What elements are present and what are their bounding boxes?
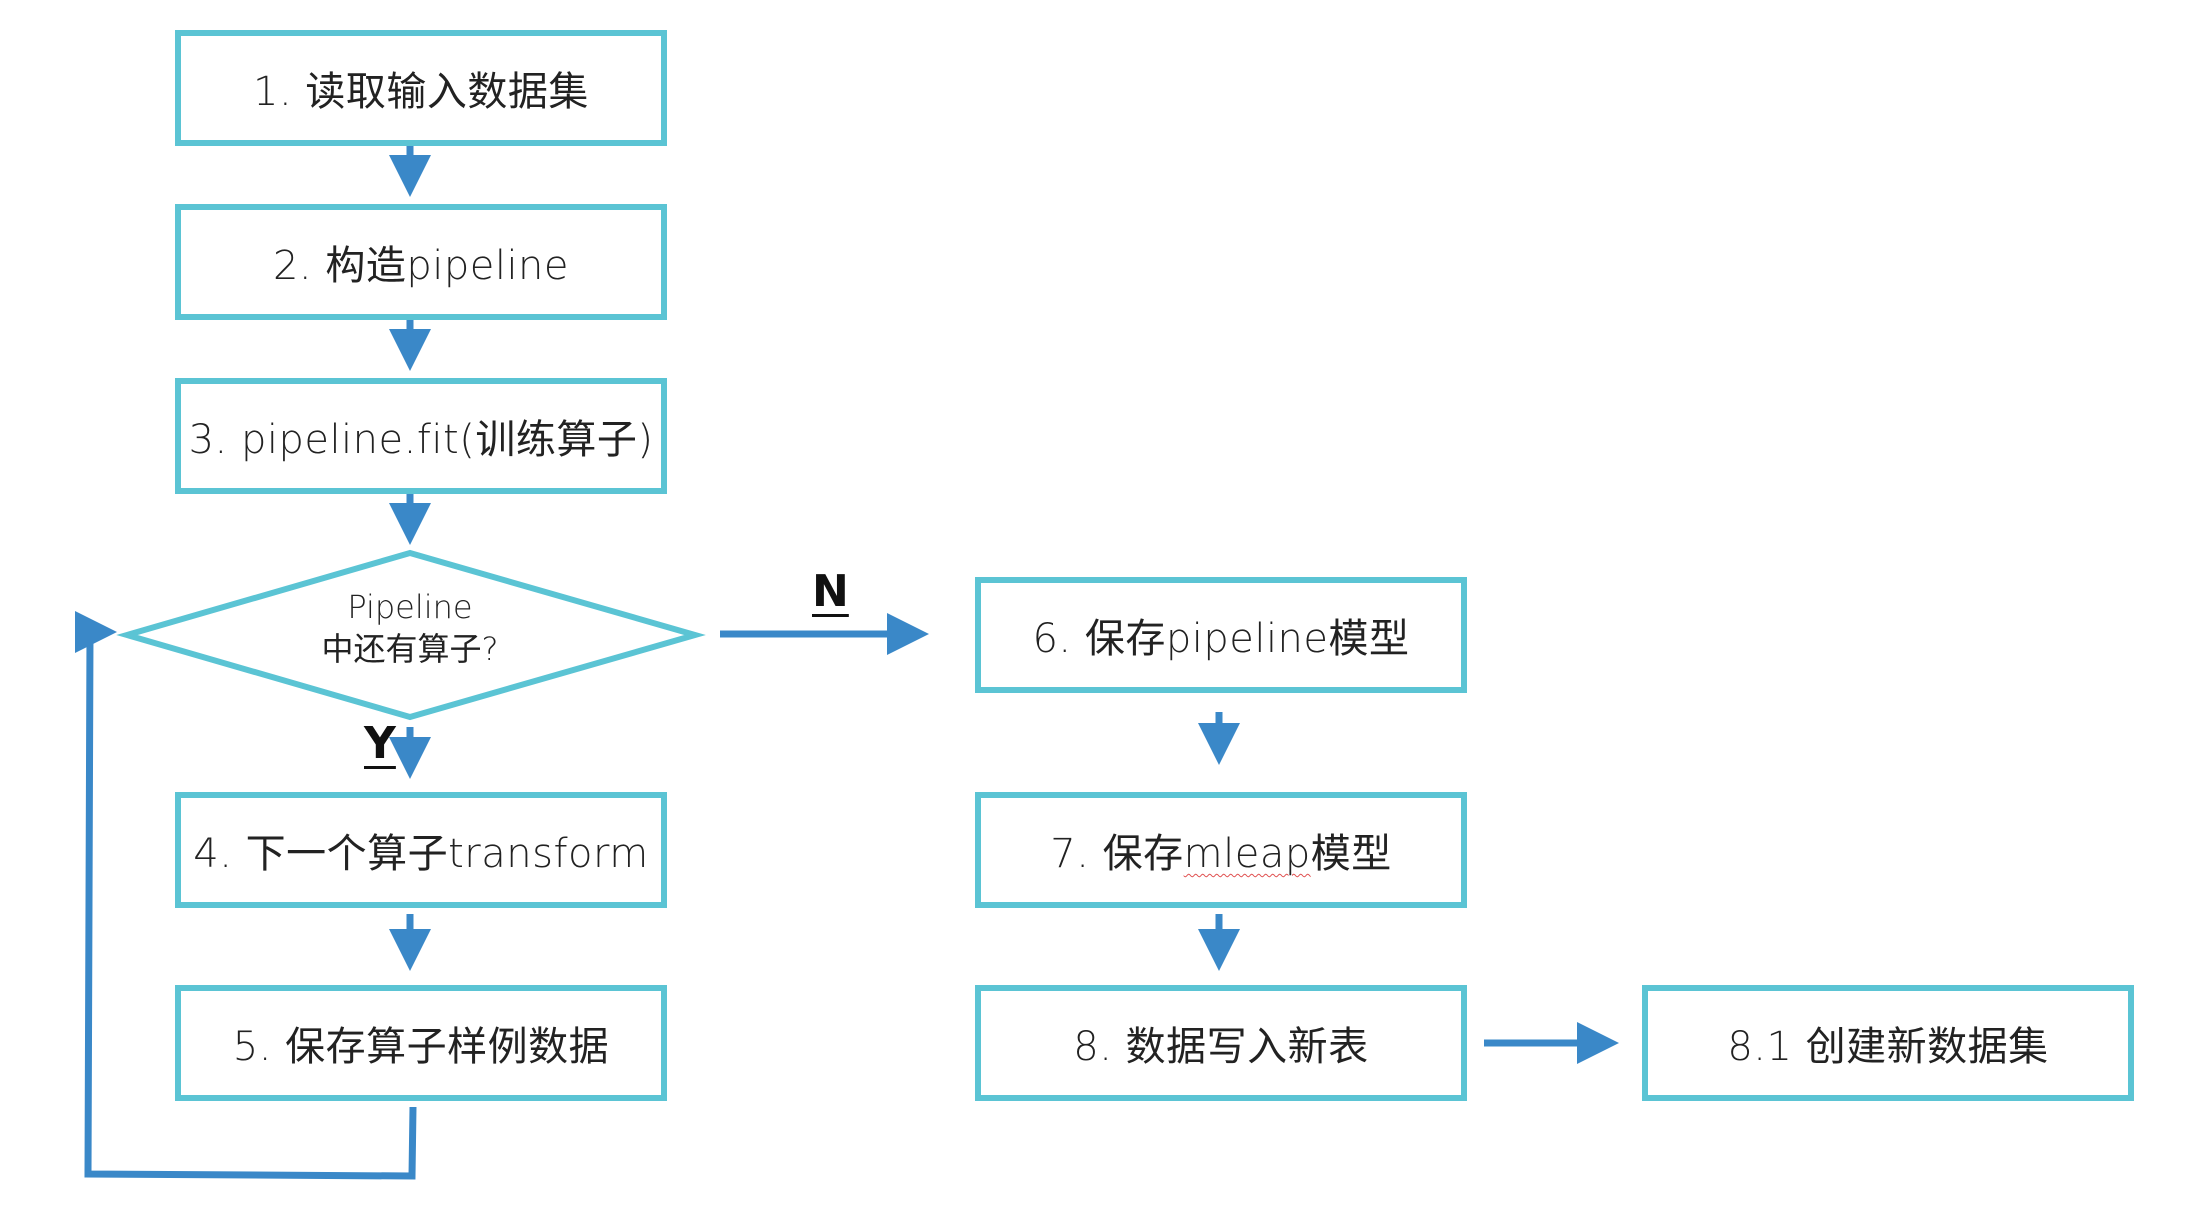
- step-save-mleap: 7. 保存mleap模型: [975, 792, 1467, 908]
- no-branch-label: N: [812, 566, 849, 617]
- step-read-input-label: 1. 读取输入数据集: [253, 69, 589, 115]
- step-read-input: 1. 读取输入数据集: [175, 30, 667, 146]
- step-save-mleap-label: 7. 保存mleap模型: [1050, 821, 1391, 879]
- step-save-samples-label: 5. 保存算子样例数据: [232, 1024, 610, 1070]
- step-save-samples: 5. 保存算子样例数据: [175, 985, 667, 1101]
- step-save-pipeline-label: 6. 保存pipeline模型: [1032, 616, 1410, 662]
- decision-line-2: 中还有算子?: [321, 630, 499, 668]
- step-write-table-label: 8. 数据写入新表: [1073, 1024, 1369, 1070]
- yes-branch-label: Y: [364, 718, 396, 769]
- step-save-mleap-suffix: 模型: [1310, 831, 1392, 877]
- decision-diamond: [116, 549, 706, 721]
- step-build-pipeline: 2. 构造pipeline: [175, 204, 667, 320]
- step-build-pipeline-label: 2. 构造pipeline: [272, 243, 570, 289]
- step-create-dataset-label: 8.1 创建新数据集: [1727, 1024, 2049, 1070]
- step-save-mleap-prefix: 7. 保存: [1050, 831, 1184, 877]
- step-next-transform-label: 4. 下一个算子transform: [193, 831, 649, 877]
- step-create-dataset: 8.1 创建新数据集: [1642, 985, 2134, 1101]
- step-fit-pipeline-label: 3. pipeline.fit(训练算子): [188, 417, 654, 463]
- step-save-pipeline: 6. 保存pipeline模型: [975, 577, 1467, 693]
- decision-question: Pipeline 中还有算子?: [130, 586, 690, 670]
- step-save-mleap-word: mleap: [1183, 831, 1311, 877]
- loop-back-connector: [75, 611, 417, 1180]
- decision-line-1: Pipeline: [347, 588, 473, 626]
- step-write-table: 8. 数据写入新表: [975, 985, 1467, 1101]
- step-fit-pipeline: 3. pipeline.fit(训练算子): [175, 378, 667, 494]
- step-next-transform: 4. 下一个算子transform: [175, 792, 667, 908]
